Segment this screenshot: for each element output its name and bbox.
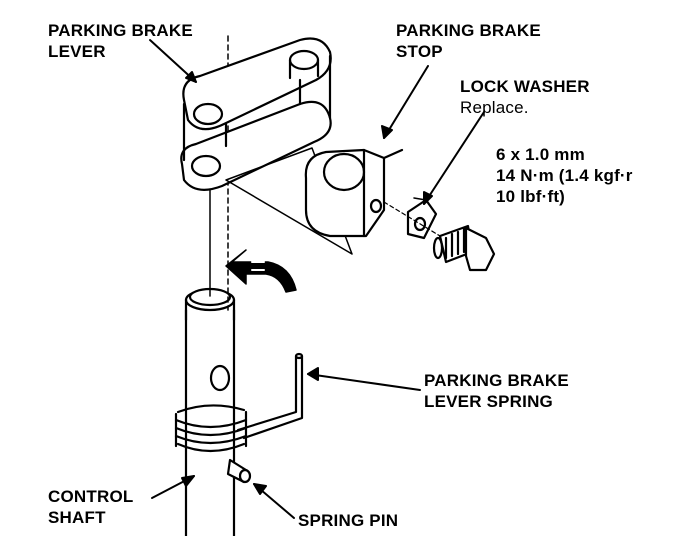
bolt-axis-line — [383, 201, 441, 237]
label-parking-brake-lever: PARKING BRAKE LEVER — [48, 21, 193, 61]
lock-washer-note: Replace. — [460, 98, 529, 117]
label-leaders — [149, 39, 485, 519]
parking-brake-stop — [304, 148, 404, 238]
parking-brake-lever — [180, 37, 332, 191]
label-control-shaft: CONTROL SHAFT — [48, 487, 134, 527]
label-parking-brake-lever-spring: PARKING BRAKE LEVER SPRING — [424, 371, 569, 411]
bolt — [432, 224, 496, 272]
label-lock-washer: LOCK WASHER Replace. — [460, 77, 590, 117]
label-spring-pin: SPRING PIN — [298, 511, 399, 530]
control-shaft — [184, 287, 236, 536]
lever-spring-coil — [174, 352, 304, 453]
lock-washer — [406, 197, 438, 240]
label-parking-brake-stop: PARKING BRAKE STOP — [396, 21, 541, 61]
spring-pin — [226, 458, 252, 484]
rotation-arrow — [225, 249, 297, 293]
label-bolt-spec: 6 x 1.0 mm 14 N·m (1.4 kgf·r 10 lbf·ft) — [496, 145, 633, 206]
